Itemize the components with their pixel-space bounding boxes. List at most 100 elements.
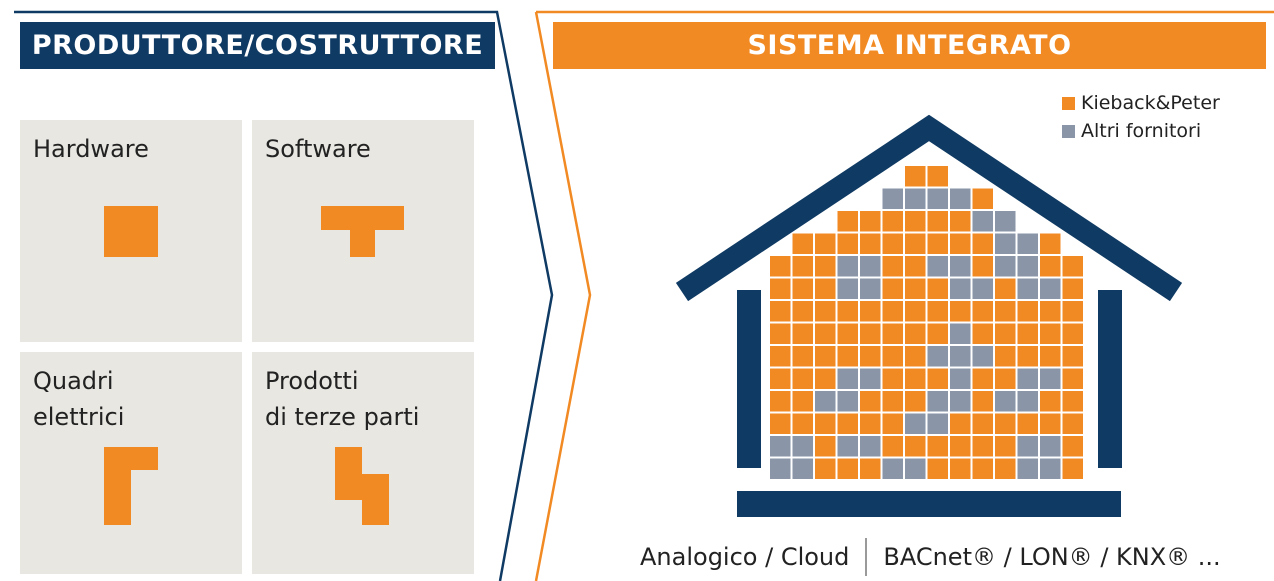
brick-block <box>1017 301 1038 322</box>
brick-block <box>972 256 993 277</box>
brick-block <box>860 458 881 479</box>
tile-software: Software <box>252 120 474 342</box>
tile-label: Prodotti di terze parti <box>265 367 420 431</box>
brick-block <box>770 278 791 299</box>
brick-block <box>995 436 1016 457</box>
brick-block <box>837 436 858 457</box>
brick-block <box>995 346 1016 367</box>
brick-block <box>815 346 836 367</box>
brick-block <box>792 391 813 412</box>
brick-block <box>1062 413 1083 434</box>
brick-block <box>1062 368 1083 389</box>
brick-block <box>1062 323 1083 344</box>
brick-block <box>905 368 926 389</box>
brick-block <box>860 301 881 322</box>
brick-block <box>837 256 858 277</box>
brick-block <box>972 368 993 389</box>
tile-switchboards: Quadri elettrici <box>20 352 242 574</box>
brick-block <box>882 278 903 299</box>
brick-block <box>882 413 903 434</box>
brick-block <box>860 346 881 367</box>
brick-block <box>837 323 858 344</box>
brick-block <box>927 278 948 299</box>
brick-wall <box>770 166 1083 479</box>
brick-block <box>1040 301 1061 322</box>
brick-block <box>882 368 903 389</box>
brick-block <box>995 211 1016 232</box>
tile-hardware: Hardware <box>20 120 242 342</box>
brick-block <box>860 233 881 254</box>
brick-block <box>995 323 1016 344</box>
brick-block <box>950 233 971 254</box>
footer-left: Analogico / Cloud <box>640 543 850 571</box>
right-wall <box>1098 290 1122 468</box>
brick-block <box>815 323 836 344</box>
brick-block <box>815 301 836 322</box>
brick-block <box>927 346 948 367</box>
brick-block <box>1017 413 1038 434</box>
brick-block <box>815 256 836 277</box>
protocols-footer: Analogico / Cloud BACnet® / LON® / KNX® … <box>640 538 1221 576</box>
brick-block <box>972 436 993 457</box>
brick-block <box>860 211 881 232</box>
legend-label: Kieback&Peter <box>1081 92 1220 114</box>
brick-block <box>837 413 858 434</box>
brick-block <box>770 368 791 389</box>
brick-block <box>860 323 881 344</box>
integrated-system-header: SISTEMA INTEGRATO <box>553 22 1266 69</box>
brick-block <box>905 391 926 412</box>
brick-block <box>995 233 1016 254</box>
brick-block <box>927 166 948 187</box>
brick-block <box>882 391 903 412</box>
brick-block <box>950 256 971 277</box>
brick-block <box>882 233 903 254</box>
brick-block <box>860 256 881 277</box>
brick-block <box>815 413 836 434</box>
brick-block <box>950 188 971 209</box>
brick-block <box>770 458 791 479</box>
brick-block <box>927 368 948 389</box>
brick-block <box>972 301 993 322</box>
brick-block <box>1040 458 1061 479</box>
brick-block <box>905 278 926 299</box>
brick-block <box>792 256 813 277</box>
square-block-icon <box>104 206 158 257</box>
brick-block <box>815 436 836 457</box>
brick-block <box>972 211 993 232</box>
brick-block <box>1062 436 1083 457</box>
producer-title: PRODUTTORE/COSTRUTTORE <box>31 30 484 61</box>
brick-block <box>860 391 881 412</box>
brick-block <box>995 278 1016 299</box>
brick-block <box>1017 346 1038 367</box>
brick-block <box>792 233 813 254</box>
brick-block <box>882 458 903 479</box>
brick-block <box>1062 346 1083 367</box>
brick-block <box>1017 256 1038 277</box>
brick-block <box>950 211 971 232</box>
brick-block <box>1017 368 1038 389</box>
brick-block <box>1017 391 1038 412</box>
brick-block <box>927 458 948 479</box>
left-wall <box>737 290 761 468</box>
brick-block <box>882 301 903 322</box>
brick-block <box>905 188 926 209</box>
brick-block <box>1040 346 1061 367</box>
brick-block <box>972 413 993 434</box>
brick-block <box>770 301 791 322</box>
brick-block <box>927 323 948 344</box>
brick-block <box>950 301 971 322</box>
brick-block <box>995 413 1016 434</box>
tile-label: Quadri elettrici <box>33 367 125 431</box>
tile-third-party: Prodotti di terze parti <box>252 352 474 574</box>
brick-block <box>837 346 858 367</box>
brick-block <box>1040 368 1061 389</box>
brick-block <box>882 346 903 367</box>
brick-block <box>860 368 881 389</box>
footer-separator <box>865 538 868 576</box>
brick-block <box>770 323 791 344</box>
brick-block <box>837 233 858 254</box>
brick-block <box>792 458 813 479</box>
brick-block <box>905 436 926 457</box>
brick-block <box>770 256 791 277</box>
